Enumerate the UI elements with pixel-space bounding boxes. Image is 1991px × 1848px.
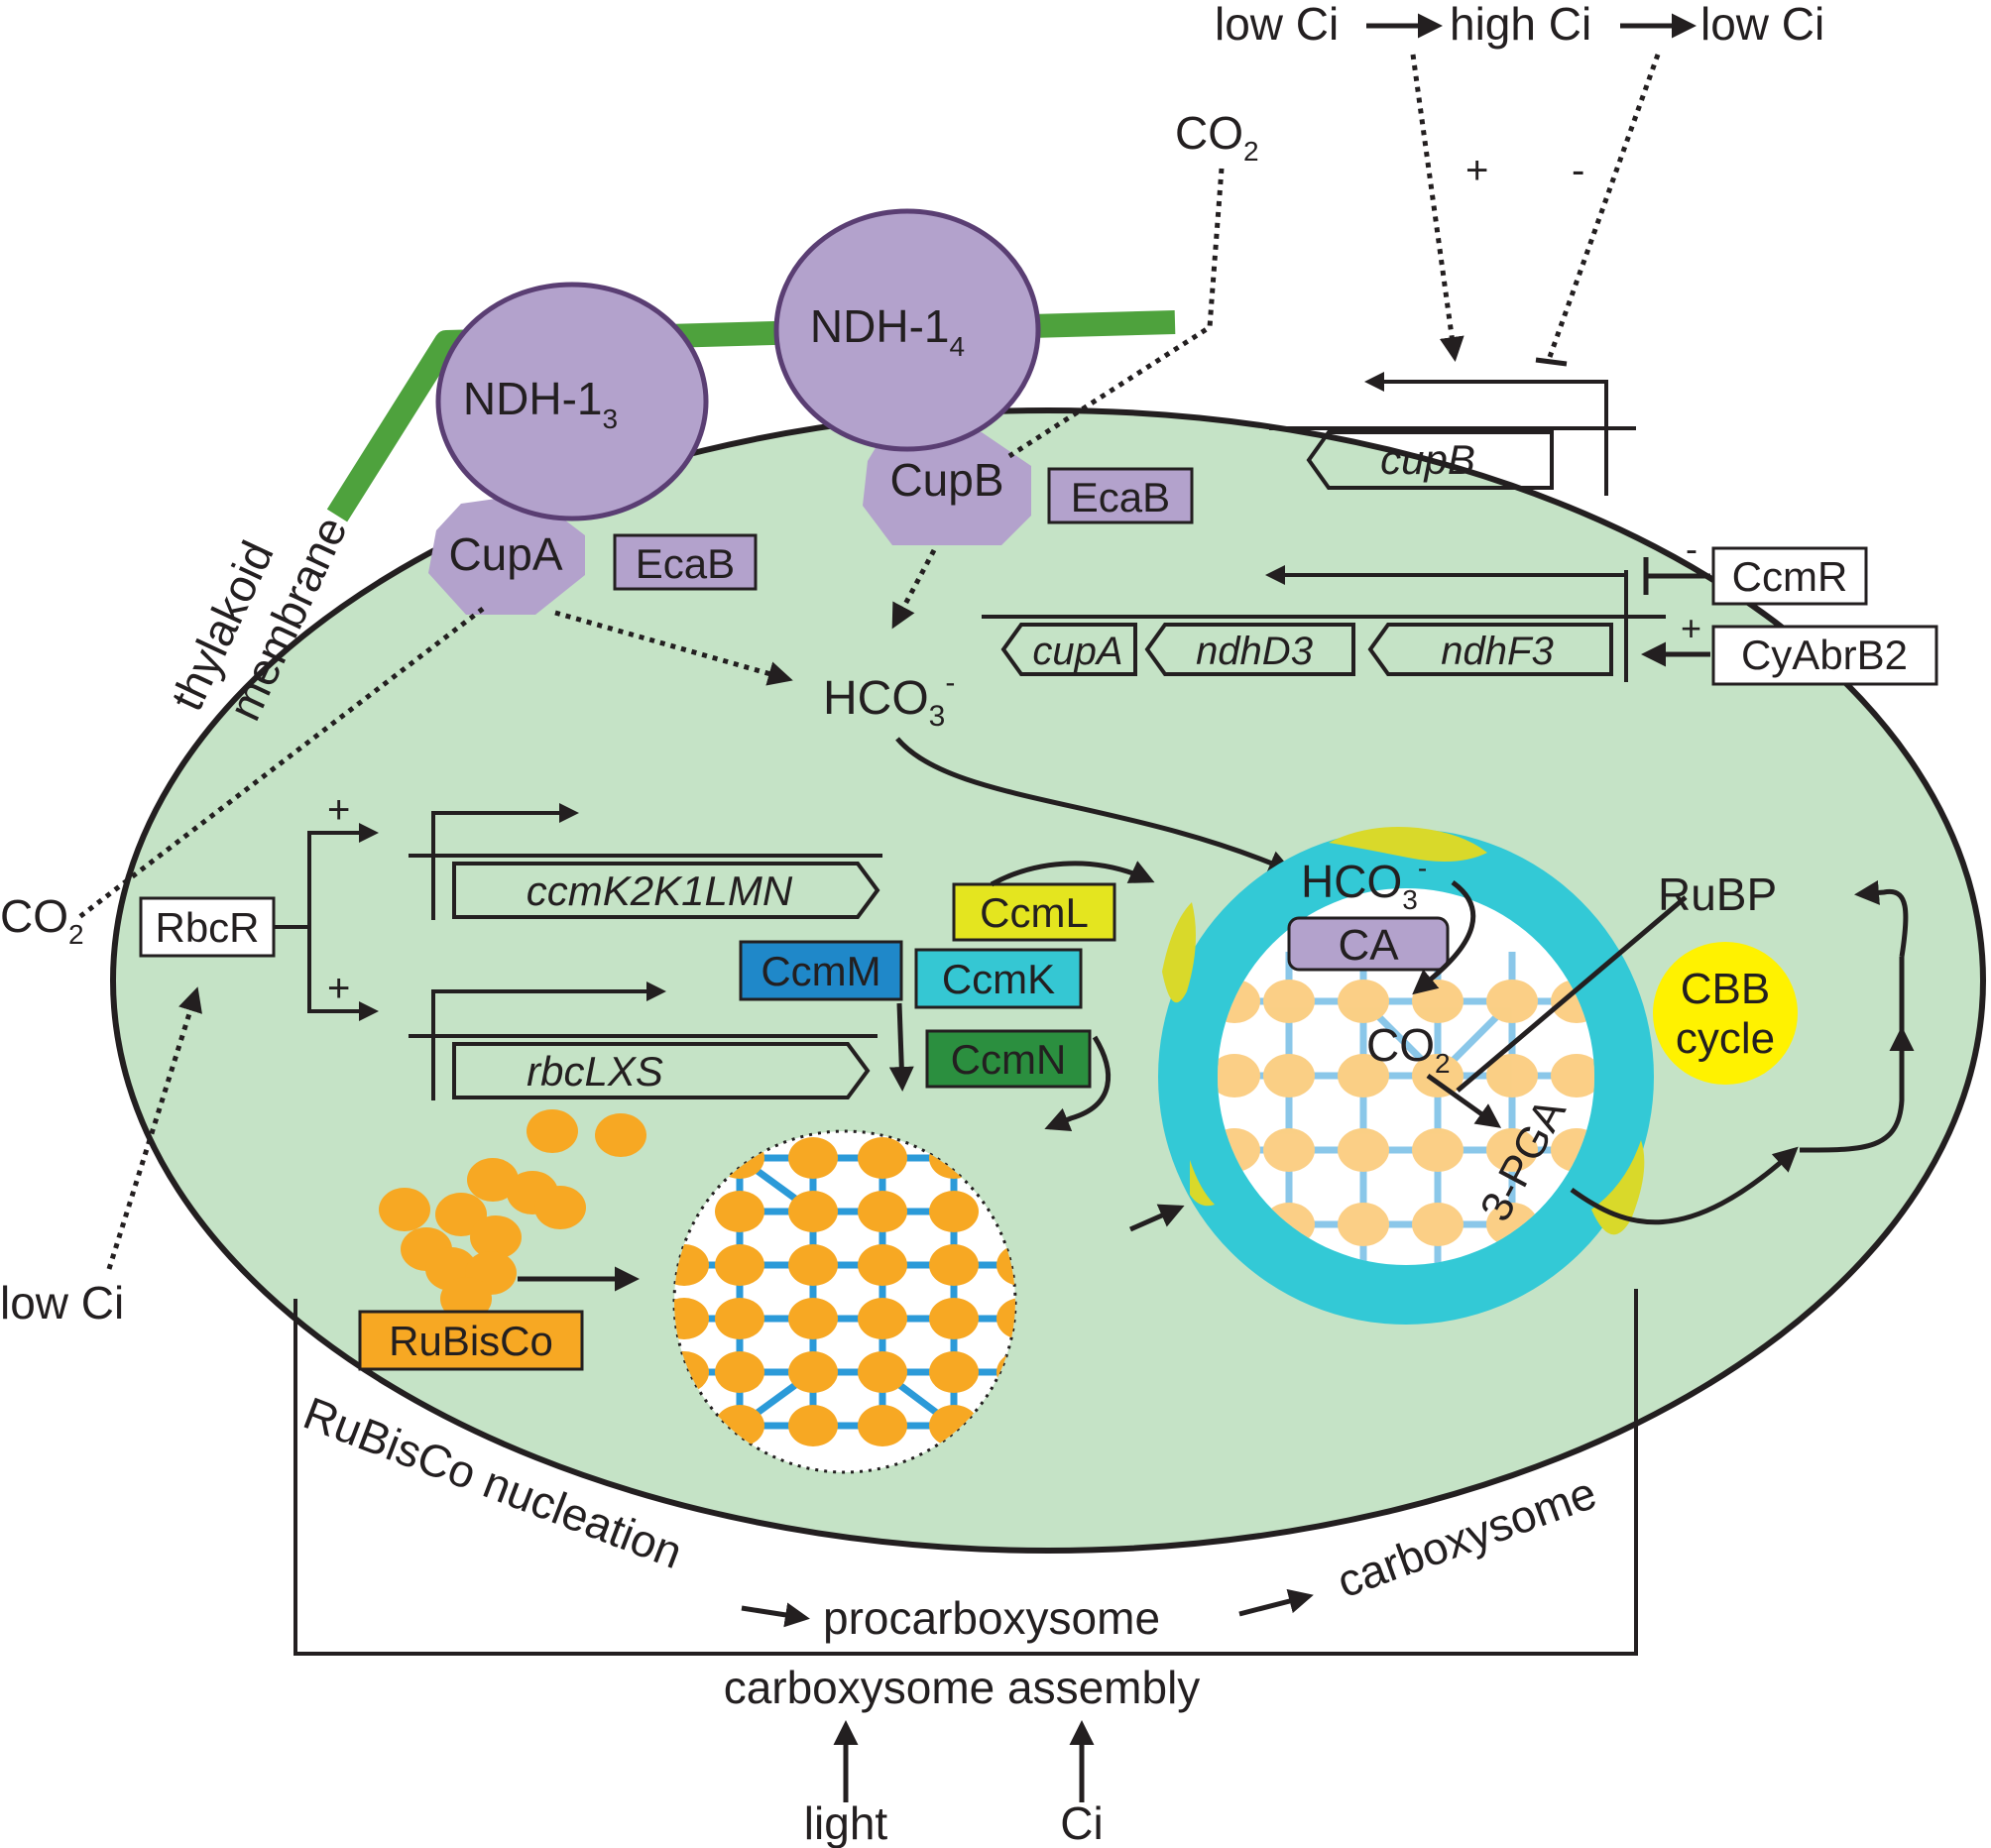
- ca-box: [1287, 916, 1450, 972]
- rbclxs-gene-label: rbcLXS: [527, 1048, 663, 1095]
- ndhd3-gene: [1144, 623, 1355, 676]
- ccmk-label: CcmK: [942, 956, 1055, 1002]
- ccmm-box: [739, 940, 903, 1001]
- ccmk2k1lmn-gene-label: ccmK2K1LMN: [527, 867, 793, 914]
- ccmm-label: CcmM: [761, 948, 880, 994]
- cupb-gene: [1306, 430, 1554, 490]
- rbclxs-gene: [452, 1042, 871, 1099]
- carb-co2-label: CO2: [1366, 1019, 1451, 1079]
- input-light: light: [804, 1797, 888, 1848]
- ndhf3-gene: [1367, 623, 1613, 676]
- cyabrb2-box: [1711, 625, 1938, 686]
- ccml-box: [952, 882, 1116, 942]
- ccmr-box: [1711, 546, 1868, 606]
- cupb-gene-label: cupB: [1380, 436, 1475, 483]
- cupa-label: CupA: [448, 528, 562, 580]
- cupa-gene-label: cupA: [1032, 630, 1122, 673]
- ccmr-sign: -: [1686, 528, 1698, 569]
- stage-procarboxysome: procarboxysome: [823, 1592, 1160, 1644]
- cyabrb2-label: CyAbrB2: [1741, 632, 1908, 678]
- rubisco-cluster: [379, 1109, 646, 1321]
- ccmk-box: [914, 948, 1083, 1009]
- rbcr-plus-1: +: [327, 788, 350, 832]
- low-ci-label-2: low Ci: [1700, 0, 1824, 50]
- co2-left-label: CO2: [0, 890, 84, 950]
- rubp-label: RuBP: [1658, 868, 1777, 920]
- ccml-label: CcmL: [980, 889, 1089, 936]
- cyabrb2-sign: +: [1681, 608, 1701, 648]
- ccmn-label: CcmN: [951, 1036, 1067, 1083]
- ecab-label-2: EcaB: [1071, 474, 1170, 520]
- plus-sign: +: [1465, 149, 1488, 192]
- high-ci-label: high Ci: [1450, 0, 1591, 50]
- ndh14-label: NDH-14: [810, 300, 965, 362]
- low-ci-left-label: low Ci: [0, 1277, 124, 1328]
- ccmr-label: CcmR: [1732, 553, 1848, 600]
- rubisco-label: RuBisCo: [389, 1318, 553, 1364]
- ecab-box-1: [613, 533, 758, 591]
- carboxysome: HCO3- CA CO2 3-PGA: [1158, 827, 1654, 1325]
- cupa-gene: [1000, 623, 1137, 676]
- ndhf3-gene-label: ndhF3: [1441, 630, 1553, 673]
- rbcr-box: [139, 896, 276, 958]
- low-ci-label-1: low Ci: [1215, 0, 1339, 50]
- minus-sign: -: [1572, 149, 1584, 192]
- rubisco-box: [358, 1310, 584, 1371]
- carb-hco3-label: HCO3-: [1301, 853, 1427, 915]
- rbcr-label: RbcR: [155, 904, 259, 951]
- cbb-cycle: [1653, 942, 1798, 1085]
- cbb-label-1: CBB: [1681, 965, 1770, 1013]
- ecab-box-2: [1047, 467, 1194, 524]
- ndh13-complex: [435, 282, 709, 521]
- rbcr-plus-2: +: [327, 967, 350, 1010]
- cupa-subunit: [428, 494, 585, 615]
- assembly-title: carboxysome assembly: [724, 1662, 1201, 1713]
- ccmk2k1lmn-gene: [452, 862, 880, 919]
- ndh13-label: NDH-13: [463, 373, 618, 434]
- ndhd3-gene-label: ndhD3: [1196, 630, 1313, 673]
- ca-label: CA: [1338, 921, 1399, 970]
- cbb-label-2: cycle: [1676, 1014, 1775, 1063]
- ecab-label-1: EcaB: [636, 540, 735, 587]
- ccmn-box: [925, 1029, 1092, 1089]
- cupb-subunit: [863, 432, 1031, 545]
- ndh14-complex: [773, 208, 1041, 452]
- input-ci: Ci: [1060, 1797, 1103, 1848]
- cupb-label: CupB: [889, 454, 1003, 506]
- hco3-label: HCO3-: [823, 666, 955, 733]
- co2-top-label: CO2: [1175, 107, 1259, 167]
